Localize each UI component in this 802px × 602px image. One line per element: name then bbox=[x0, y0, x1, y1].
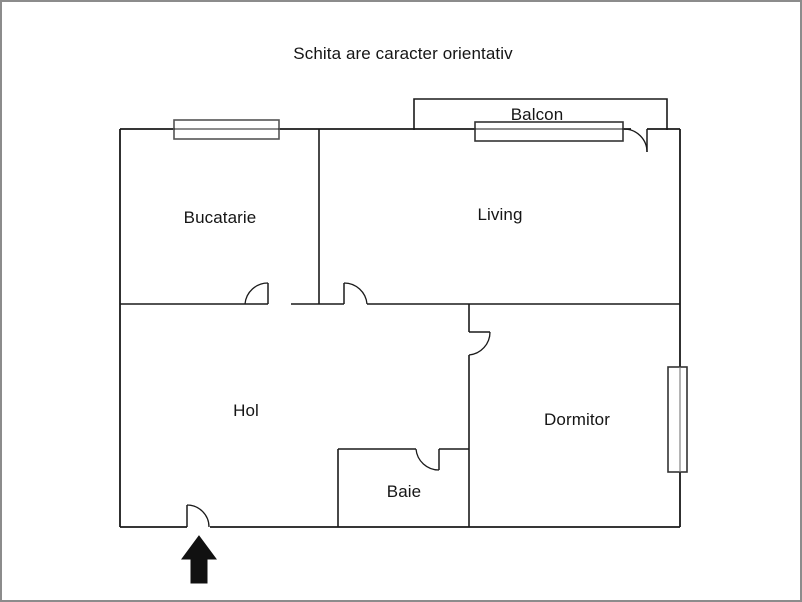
door-living-balcon-icon bbox=[623, 128, 648, 153]
bedroom-window-icon bbox=[667, 366, 688, 473]
balcony-label: Balcon bbox=[510, 105, 564, 124]
door-hol-baie-icon bbox=[415, 448, 440, 471]
balcony-outline bbox=[413, 98, 668, 130]
kitchen-window-icon bbox=[173, 119, 280, 140]
room-label-living: Living bbox=[477, 205, 523, 224]
page-title: Schita are caracter orientativ bbox=[293, 44, 513, 63]
room-label-hol: Hol bbox=[233, 401, 259, 420]
entrance-arrow-icon bbox=[181, 535, 217, 584]
door-hol-dormitor-icon bbox=[468, 331, 491, 356]
room-label-bucatarie: Bucatarie bbox=[183, 208, 257, 227]
door-living-hol-icon bbox=[343, 282, 368, 305]
interior-walls bbox=[120, 129, 680, 527]
balcony-window-icon bbox=[474, 121, 624, 142]
exterior-walls bbox=[119, 128, 681, 528]
door-entrance-icon bbox=[186, 504, 210, 528]
room-label-dormitor: Dormitor bbox=[544, 410, 610, 429]
door-bucatarie-hol-icon bbox=[244, 282, 269, 305]
room-label-baie: Baie bbox=[386, 482, 422, 501]
